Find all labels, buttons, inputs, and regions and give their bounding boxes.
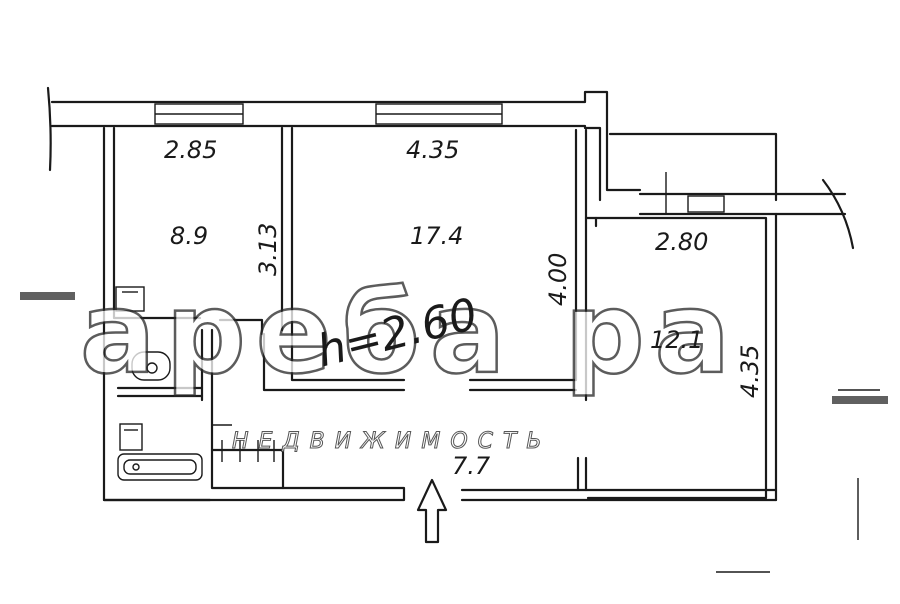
room1-width-label: 2.85 — [164, 136, 217, 164]
hall-area-label: 7.7 — [452, 452, 491, 480]
hall-walls — [102, 328, 778, 502]
bathroom-fixtures — [115, 286, 203, 481]
bathtub-icon — [117, 453, 203, 481]
room3-width-label: 2.80 — [655, 228, 708, 256]
side-marks — [716, 389, 880, 573]
outer-walls — [46, 86, 855, 250]
watermark: ареба ра НЕДВИЖИМОСТЬ — [20, 268, 888, 455]
room3-depth-label: 4.35 — [736, 345, 764, 398]
entrance-arrow-icon — [416, 478, 448, 544]
room3-area-label: 12.1 — [650, 326, 703, 354]
watermark-subtitle: НЕДВИЖИМОСТЬ — [232, 429, 552, 454]
toilet-icon — [115, 286, 145, 312]
toilet-icon-2 — [119, 423, 143, 451]
room2-depth-label: 4.00 — [544, 253, 572, 306]
sink-icon — [131, 351, 171, 381]
room-2-3-walls — [468, 128, 778, 502]
room2-area-label: 17.4 — [410, 222, 463, 250]
watermark-brand: ареба ра — [80, 269, 740, 399]
room1-depth-label: 3.13 — [254, 223, 282, 276]
room2-width-label: 4.35 — [406, 136, 459, 164]
room1-area-label: 8.9 — [170, 222, 208, 250]
